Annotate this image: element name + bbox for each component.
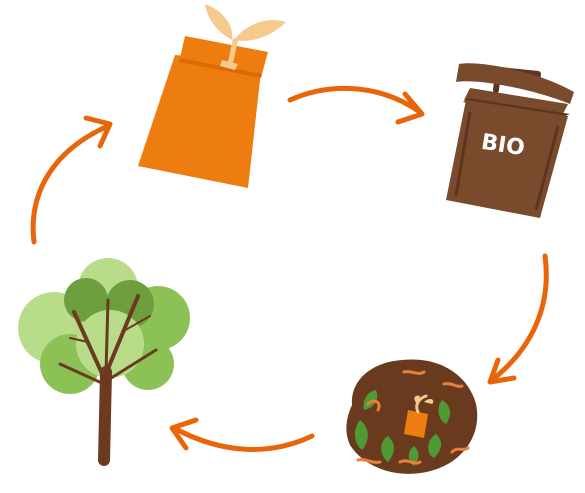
tree-icon (18, 258, 190, 466)
compostable-bag-icon (138, 4, 286, 188)
arrow-compost-to-tree-icon (169, 417, 315, 452)
compost-heap-icon (346, 359, 478, 474)
tree-trunk (58, 294, 158, 466)
arrow-tree-to-bag-icon (30, 115, 113, 245)
arrow-bag-to-bin-icon (287, 85, 425, 125)
arrow-bin-to-compost-icon (487, 253, 549, 385)
sprout-icon (205, 4, 286, 70)
bio-bin-icon: BIO (446, 63, 574, 218)
